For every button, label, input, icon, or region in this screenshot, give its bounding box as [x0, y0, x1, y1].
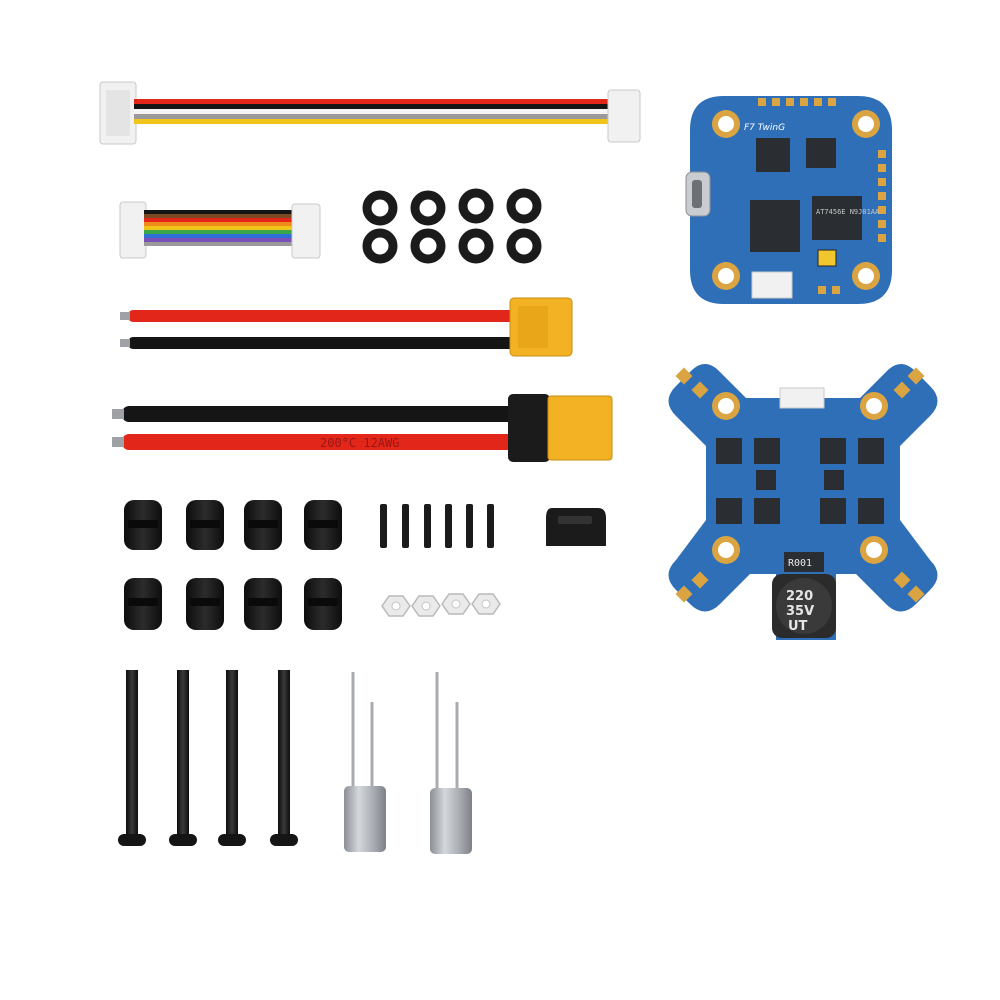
capacitor-line-3: UT: [788, 619, 808, 634]
capacitor-line-2: 35V: [786, 604, 814, 619]
usb-cover: [546, 508, 606, 546]
o-ring: [362, 228, 398, 264]
grommet: [186, 578, 224, 630]
o-ring: [410, 190, 446, 226]
grommet: [186, 500, 224, 550]
grommet: [244, 578, 282, 630]
o-ring: [410, 228, 446, 264]
grommet: [124, 578, 162, 630]
bolt: [218, 670, 246, 846]
grommet: [244, 500, 282, 550]
flight-controller-board: AT7456E N9J01AA F7 TwinG: [685, 96, 892, 304]
rubber-grommets: [124, 500, 342, 630]
wire-print: 200°C 12AWG: [320, 436, 399, 450]
osd-chip-label: AT7456E N9J01AA: [816, 208, 880, 216]
xt30-power-lead: [120, 297, 573, 357]
grommet: [304, 578, 342, 630]
capacitor: [430, 672, 472, 854]
nylon-nuts: [381, 593, 501, 617]
long-bolts: [118, 670, 298, 846]
esc-board: R001 220 35V UT: [668, 364, 938, 640]
o-ring: [362, 190, 398, 226]
xt60-power-lead: 200°C 12AWG: [112, 394, 613, 462]
bolt: [270, 670, 298, 846]
fc-silkscreen: F7 TwinG: [744, 123, 785, 133]
jst-cable-short: [119, 201, 321, 259]
bolt: [169, 670, 197, 846]
o-ring: [506, 188, 542, 224]
short-pins: [380, 504, 494, 548]
shunt-resistor-label: R001: [788, 558, 812, 569]
grommet: [124, 500, 162, 550]
bolt: [118, 670, 146, 846]
o-ring: [458, 188, 494, 224]
spare-capacitors: [344, 672, 472, 854]
jst-cable-long: [99, 81, 641, 145]
grommet: [304, 500, 342, 550]
capacitor: [344, 672, 386, 852]
capacitor-line-1: 220: [786, 589, 813, 604]
o-ring: [506, 228, 542, 264]
o-ring-grid: [362, 188, 542, 264]
o-ring: [458, 228, 494, 264]
